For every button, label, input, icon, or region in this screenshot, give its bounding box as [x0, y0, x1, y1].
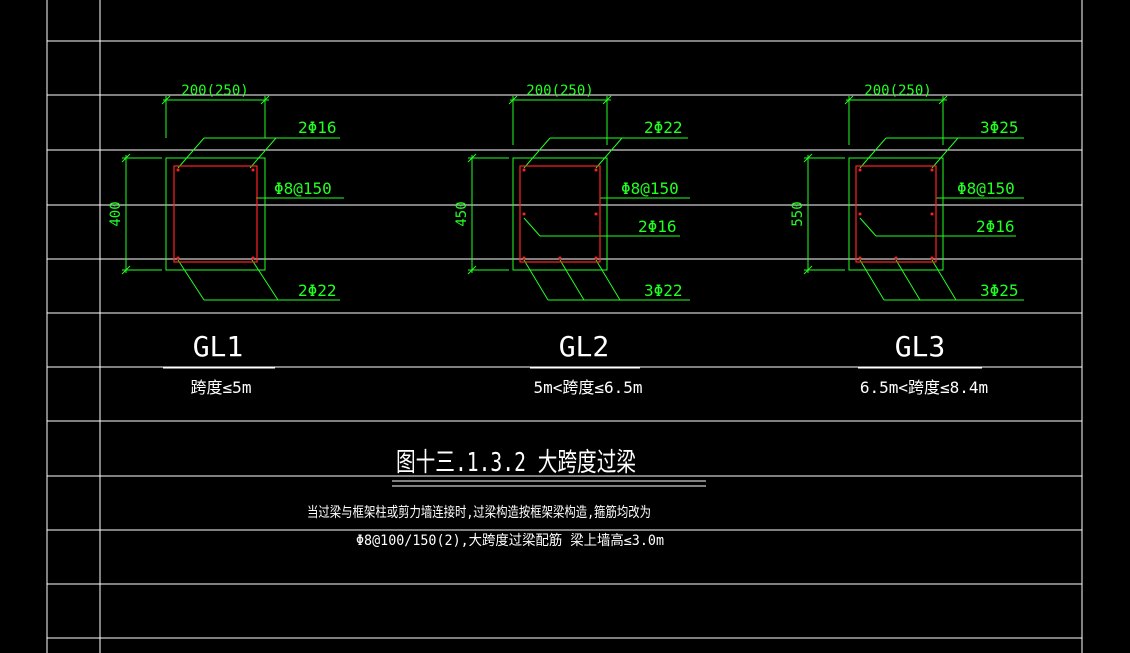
span-gl2: 5m<跨度≤6.5m — [533, 378, 642, 397]
note-line-1: 当过梁与框架柱或剪力墙连接时,过梁构造按框架梁构造,箍筋均改为 — [307, 504, 651, 521]
beam-name-gl1: GL1 — [193, 330, 244, 363]
drawing-grid — [46, 0, 1083, 653]
beam-name-gl3: GL3 — [895, 330, 946, 363]
width-dim-gl1: 200(250) — [181, 83, 248, 99]
span-gl1: 跨度≤5m — [191, 378, 252, 397]
height-dim-gl1: 400 — [108, 201, 124, 226]
stirrup — [173, 165, 258, 263]
beam-section-gl1: 200(250) 400 2Φ16 Φ8@150 2Φ22 GL1 跨度≤5m — [108, 83, 344, 397]
beam-section-gl2: 200(250) 450 2Φ22 Φ8@150 2Φ16 3Φ22 GL2 5… — [454, 83, 690, 397]
top-bar-gl2: 2Φ22 — [644, 118, 683, 137]
note-line-2: Φ8@100/150(2),大跨度过梁配筋 梁上墙高≤3.0m — [356, 532, 664, 549]
span-gl3: 6.5m<跨度≤8.4m — [860, 378, 988, 397]
beam-name-gl2: GL2 — [559, 330, 610, 363]
height-dim-gl2: 450 — [454, 201, 470, 226]
side-bar-gl2: 2Φ16 — [638, 217, 677, 236]
beam-section-gl3: 200(250) 550 3Φ25 Φ8@150 2Φ16 3Φ25 GL3 6… — [790, 83, 1024, 397]
height-dim-gl3: 550 — [790, 201, 806, 226]
stirrup-label-gl1: Φ8@150 — [274, 179, 332, 198]
bottom-bar-gl3: 3Φ25 — [980, 281, 1019, 300]
width-dim-gl3: 200(250) — [864, 83, 931, 99]
top-bar-gl3: 3Φ25 — [980, 118, 1019, 137]
top-bar-gl1: 2Φ16 — [298, 118, 337, 137]
stirrup-label-gl2: Φ8@150 — [621, 179, 679, 198]
stirrup-label-gl3: Φ8@150 — [957, 179, 1015, 198]
figure-title: 图十三.1.3.2 大跨度过梁 — [396, 448, 636, 478]
width-dim-gl2: 200(250) — [526, 83, 593, 99]
bottom-bar-gl1: 2Φ22 — [298, 281, 337, 300]
side-bar-gl3: 2Φ16 — [976, 217, 1015, 236]
bottom-bar-gl2: 3Φ22 — [644, 281, 683, 300]
rebar-dots — [176, 168, 255, 260]
